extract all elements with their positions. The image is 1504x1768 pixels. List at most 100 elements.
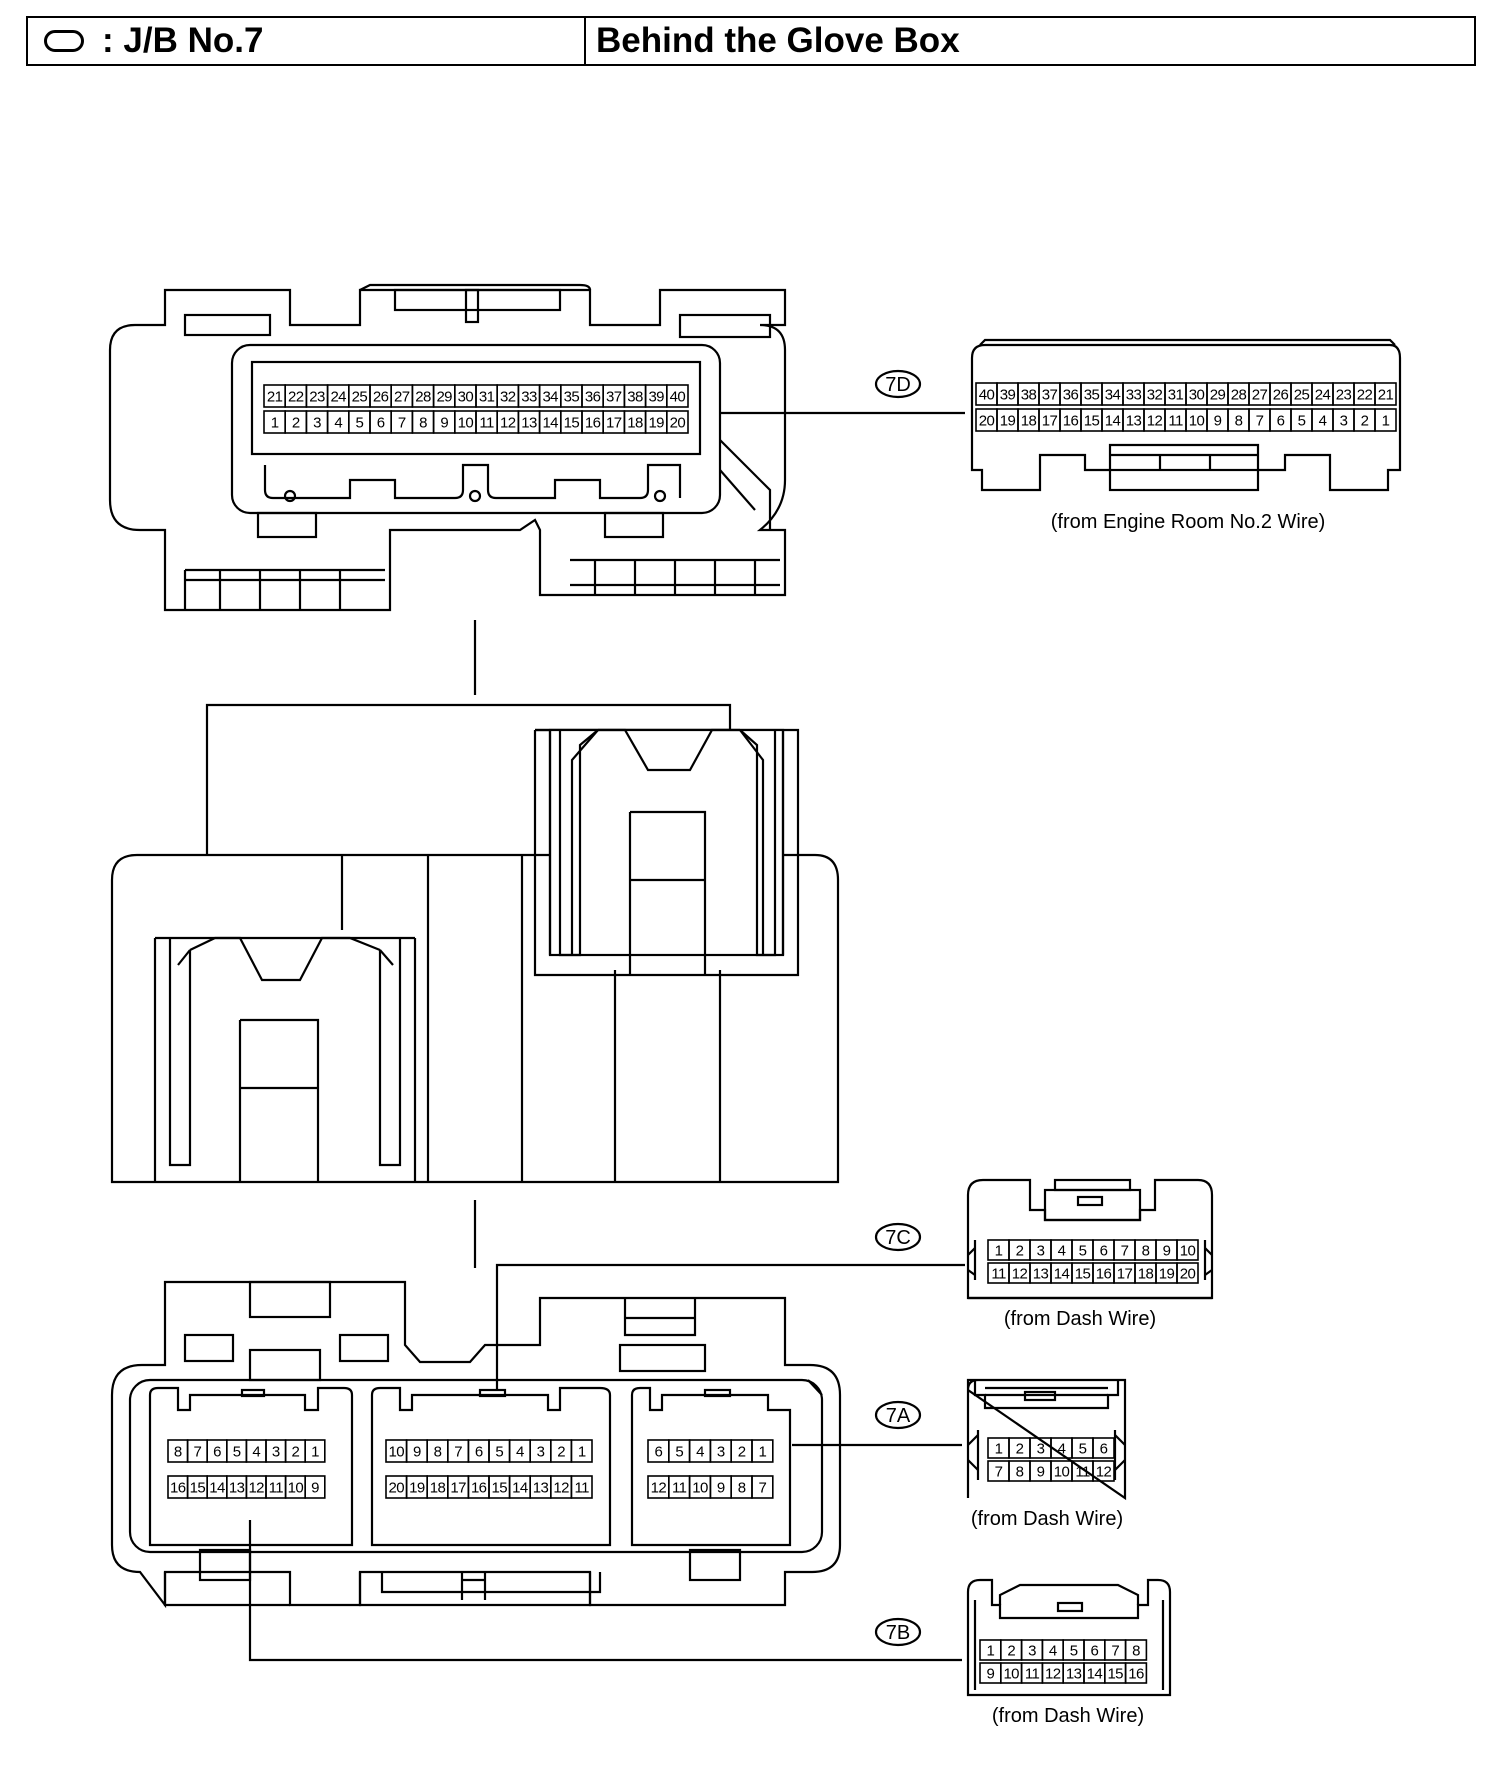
pin-number: 9 (1163, 1242, 1171, 1259)
pin-number: 8 (1132, 1642, 1140, 1659)
pin-number: 5 (1070, 1642, 1078, 1659)
pin-number: 33 (1126, 386, 1142, 403)
plug-7C-source: (from Dash Wire) (1004, 1308, 1156, 1330)
pin-number: 12 (248, 1479, 264, 1496)
pin-number: 29 (436, 388, 452, 405)
pin-number: 13 (521, 414, 537, 431)
pin-number: 1 (759, 1443, 767, 1460)
pin-number: 13 (1033, 1265, 1049, 1282)
callout-7B-label: 7B (886, 1622, 910, 1644)
pin-cell (1124, 1662, 1148, 1684)
pin-number: 21 (267, 388, 283, 405)
callout-7D (874, 369, 922, 399)
pin-number: 4 (696, 1443, 704, 1460)
pin-number: 15 (564, 414, 580, 431)
pin-number: 40 (979, 386, 995, 403)
pin-number: 13 (229, 1479, 245, 1496)
pin-number: 5 (675, 1443, 683, 1460)
pin-number: 7 (398, 414, 406, 431)
pin-number: 31 (479, 388, 495, 405)
location-label: Behind the Glove Box (596, 21, 960, 60)
pin-number: 39 (1000, 386, 1016, 403)
callout-7A-label: 7A (886, 1405, 911, 1427)
pin-number: 18 (1021, 412, 1037, 429)
pin-number: 2 (292, 414, 300, 431)
pin-cell (1092, 1460, 1115, 1482)
pin-number: 20 (1180, 1265, 1196, 1282)
pin-number: 27 (1252, 386, 1268, 403)
pin-number: 6 (1091, 1642, 1099, 1659)
pin-cell (1092, 1437, 1115, 1459)
pin-cell (570, 1439, 593, 1463)
pin-cell (304, 1475, 326, 1499)
pin-number: 21 (1378, 386, 1394, 403)
pin-number: 10 (1180, 1242, 1196, 1259)
pin-number: 19 (409, 1479, 425, 1496)
pin-number: 1 (578, 1443, 586, 1460)
pin-number: 38 (1021, 386, 1037, 403)
pin-number: 1 (987, 1642, 995, 1659)
pin-cell (1124, 1639, 1148, 1661)
callout-7C-label: 7C (885, 1227, 911, 1249)
pin-number: 16 (1128, 1665, 1144, 1682)
pin-cell (751, 1475, 774, 1499)
pin-number: 17 (1117, 1265, 1133, 1282)
pin-number: 14 (1054, 1265, 1070, 1282)
pin-number: 12 (1147, 412, 1163, 429)
pin-number: 1 (995, 1440, 1003, 1457)
pin-number: 5 (495, 1443, 503, 1460)
pin-number: 3 (717, 1443, 725, 1460)
pin-number: 8 (1016, 1463, 1024, 1480)
pin-number: 10 (389, 1443, 405, 1460)
pin-number: 28 (1231, 386, 1247, 403)
plug-7D-source: (from Engine Room No.2 Wire) (1051, 511, 1326, 533)
jb-main-body (110, 703, 840, 1184)
pin-number: 1 (271, 414, 279, 431)
pin-number: 35 (564, 388, 580, 405)
pin-number: 8 (174, 1443, 182, 1460)
pin-number: 4 (1049, 1642, 1057, 1659)
pin-number: 6 (1100, 1242, 1108, 1259)
pin-number: 2 (738, 1443, 746, 1460)
pin-number: 9 (1214, 412, 1222, 429)
pin-cell (1374, 382, 1397, 406)
plug-7D (970, 338, 1402, 492)
location-cell: Behind the Glove Box (586, 18, 1474, 64)
pin-number: 11 (1075, 1463, 1090, 1480)
pin-number: 1 (1382, 412, 1390, 429)
pin-number: 14 (209, 1479, 225, 1496)
pin-number: 6 (1277, 412, 1285, 429)
pin-number: 9 (717, 1479, 725, 1496)
pin-number: 13 (1066, 1665, 1082, 1682)
pin-number: 10 (458, 414, 474, 431)
pin-number: 2 (557, 1443, 565, 1460)
pin-number: 3 (1340, 412, 1348, 429)
pin-number: 14 (542, 414, 558, 431)
callout-7D-label: 7D (885, 374, 911, 396)
pin-number: 11 (1025, 1665, 1040, 1682)
pin-number: 8 (419, 414, 427, 431)
pin-number: 2 (1007, 1642, 1015, 1659)
pin-number: 39 (648, 388, 664, 405)
pin-number: 4 (1319, 412, 1327, 429)
pin-number: 12 (1096, 1463, 1112, 1480)
pin-number: 16 (1096, 1265, 1112, 1282)
pin-number: 17 (606, 414, 622, 431)
pin-number: 14 (1105, 412, 1121, 429)
pin-number: 3 (313, 414, 321, 431)
pin-number: 14 (1087, 1665, 1103, 1682)
pin-number: 29 (1210, 386, 1226, 403)
pin-number: 37 (1042, 386, 1058, 403)
pin-number: 10 (288, 1479, 304, 1496)
pin-number: 35 (1084, 386, 1100, 403)
pin-number: 22 (1357, 386, 1373, 403)
pin-number: 11 (672, 1479, 687, 1496)
pin-cell (665, 384, 689, 408)
pin-number: 6 (475, 1443, 483, 1460)
pin-number: 12 (651, 1479, 667, 1496)
pin-number: 10 (1003, 1665, 1019, 1682)
